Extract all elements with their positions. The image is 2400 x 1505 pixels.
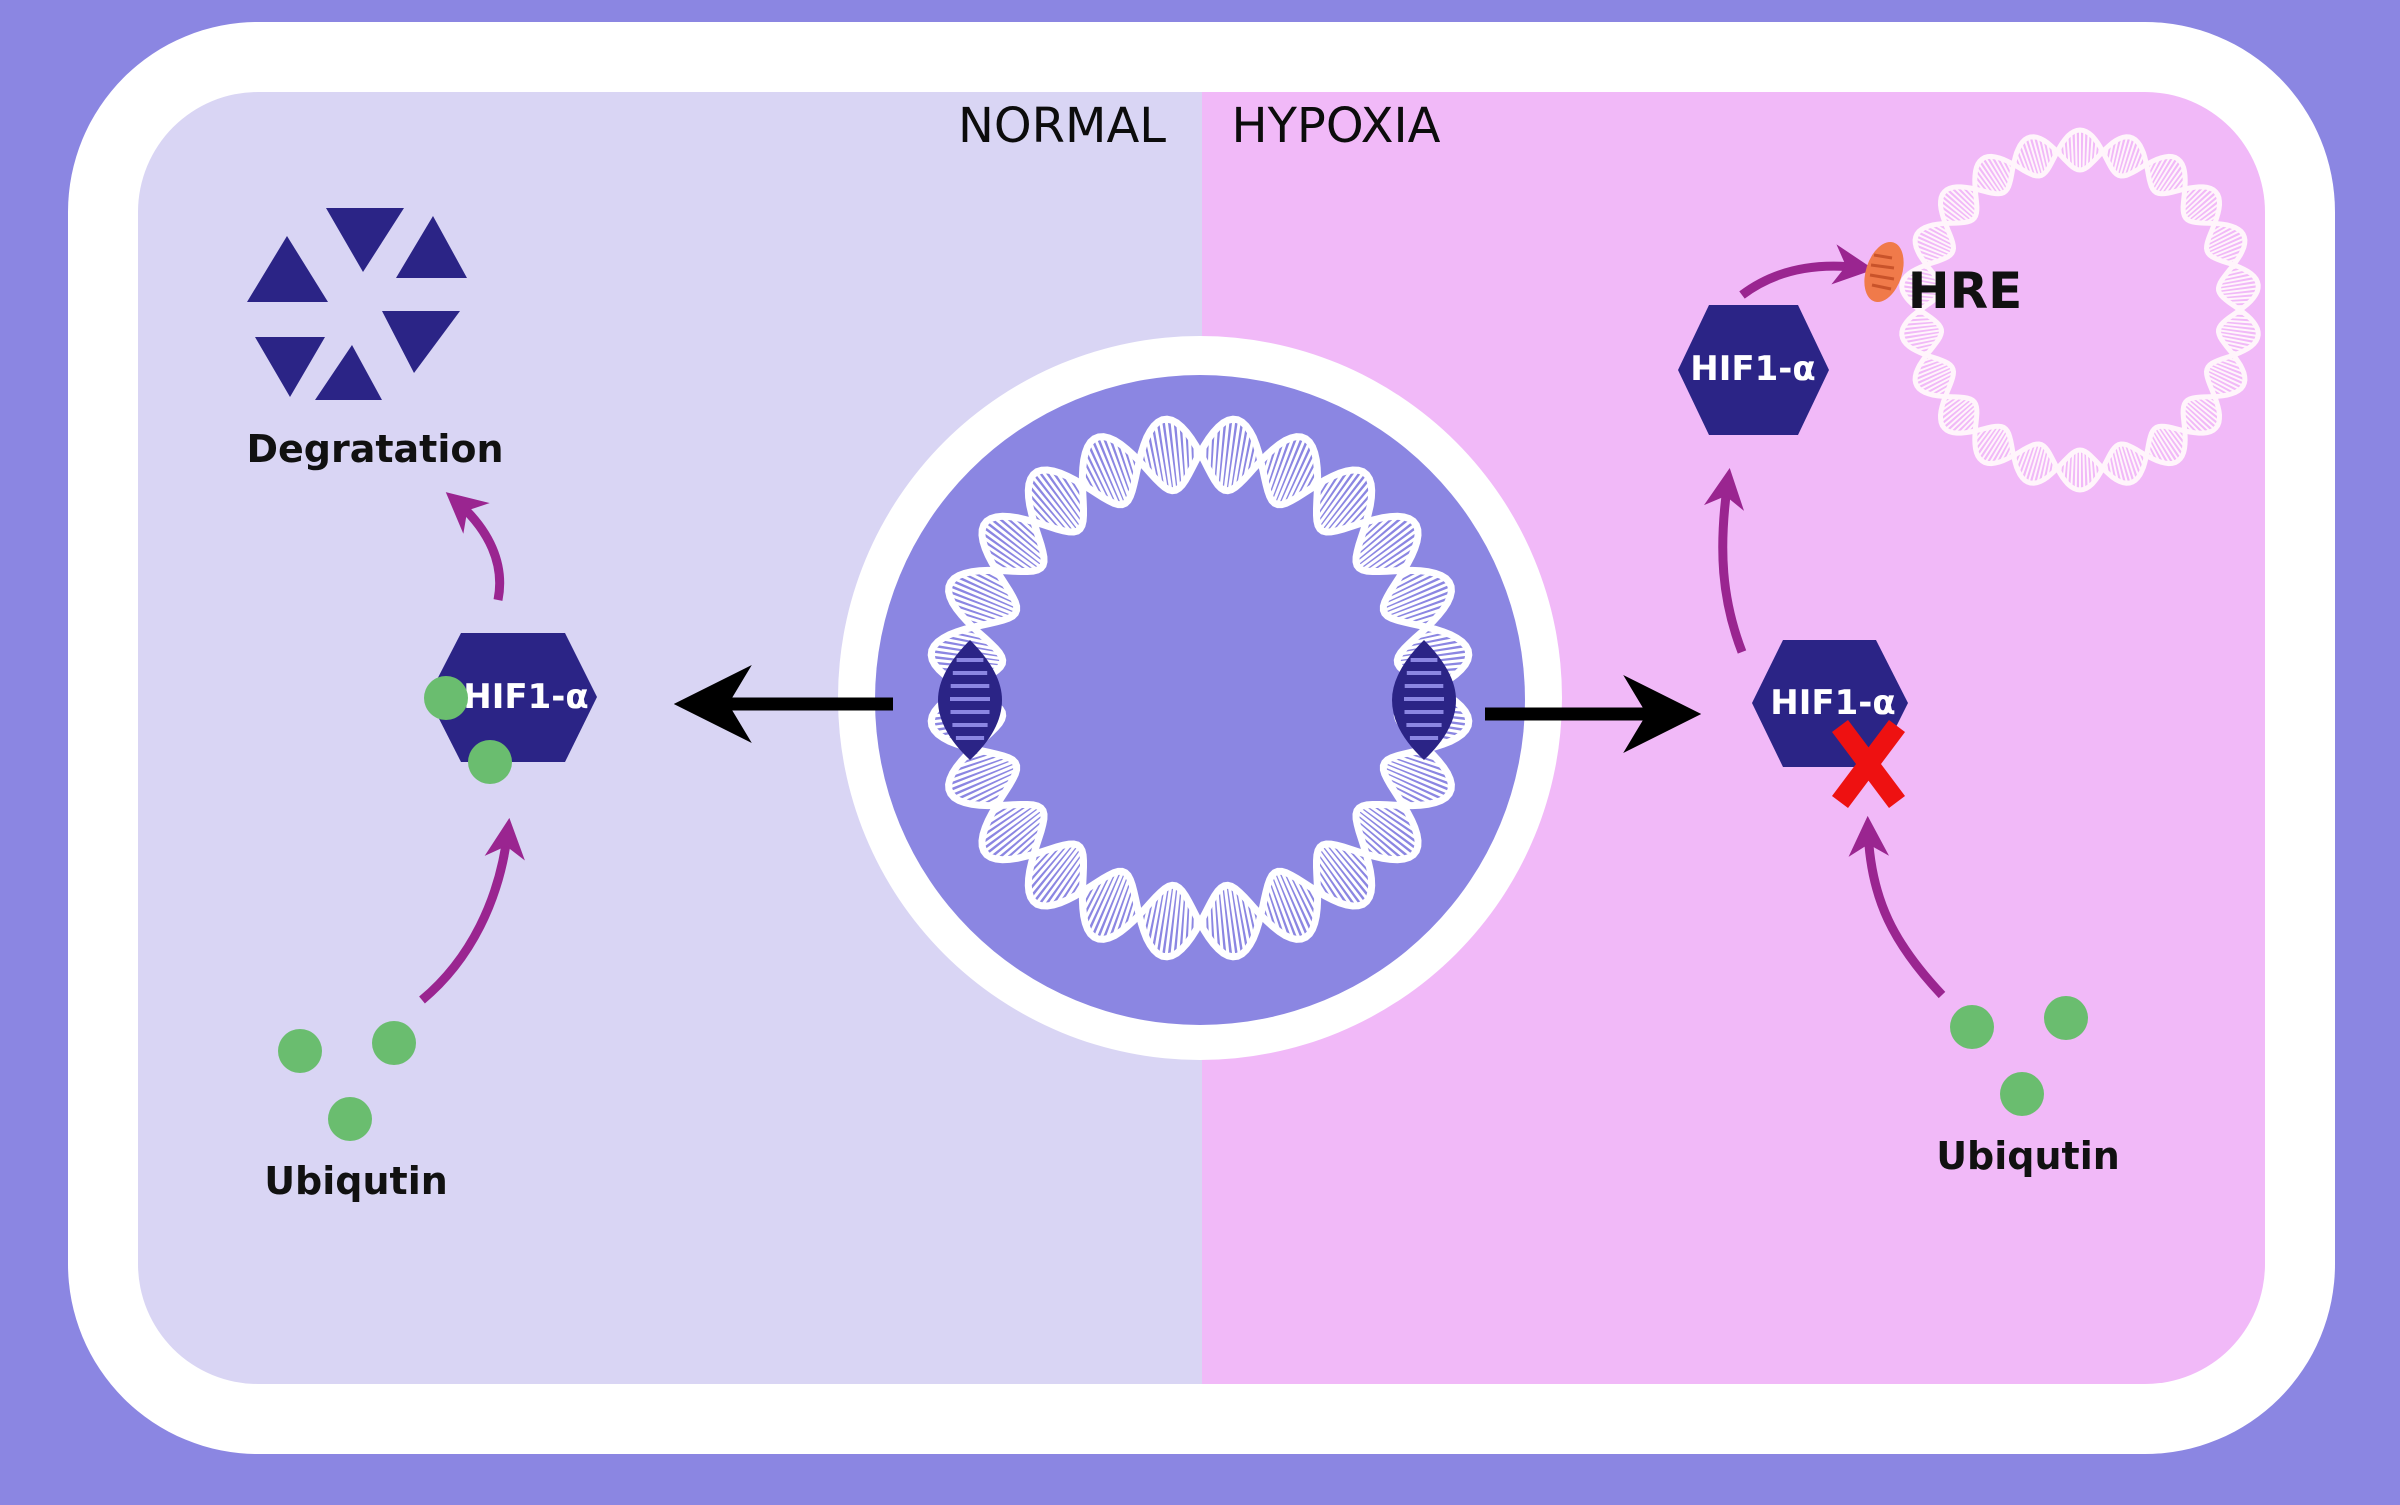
ubiquitin-dot <box>278 1029 322 1073</box>
ubiquitin-label-hypoxia: Ubiqutin <box>1936 1134 2120 1178</box>
ubiquitin-dot <box>372 1021 416 1065</box>
ubiquitin-dot <box>1950 1005 1994 1049</box>
hif1-alpha-label-translocated: HIF1-α <box>1690 349 1815 389</box>
ubiquitin-bound-1 <box>424 676 468 720</box>
hif1-alpha-label-normal: HIF1-α <box>463 677 588 717</box>
ubiquitin-bound-2 <box>468 740 512 784</box>
normal-title: NORMAL <box>958 98 1166 154</box>
ubiquitin-label-normal: Ubiqutin <box>264 1159 448 1203</box>
ubiquitin-dot <box>2000 1072 2044 1116</box>
hif1-alpha-label-hypoxia: HIF1-α <box>1770 683 1895 723</box>
nucleus <box>838 336 1562 1060</box>
ubiquitin-dot <box>328 1097 372 1141</box>
degradation-label: Degratation <box>246 427 503 471</box>
hre-label: HRE <box>1908 262 2023 320</box>
hif1-alpha-hexagon-translocated: HIF1-α <box>1678 305 1829 435</box>
hypoxia-title: HYPOXIA <box>1232 98 1441 154</box>
ubiquitin-dot <box>2044 996 2088 1040</box>
